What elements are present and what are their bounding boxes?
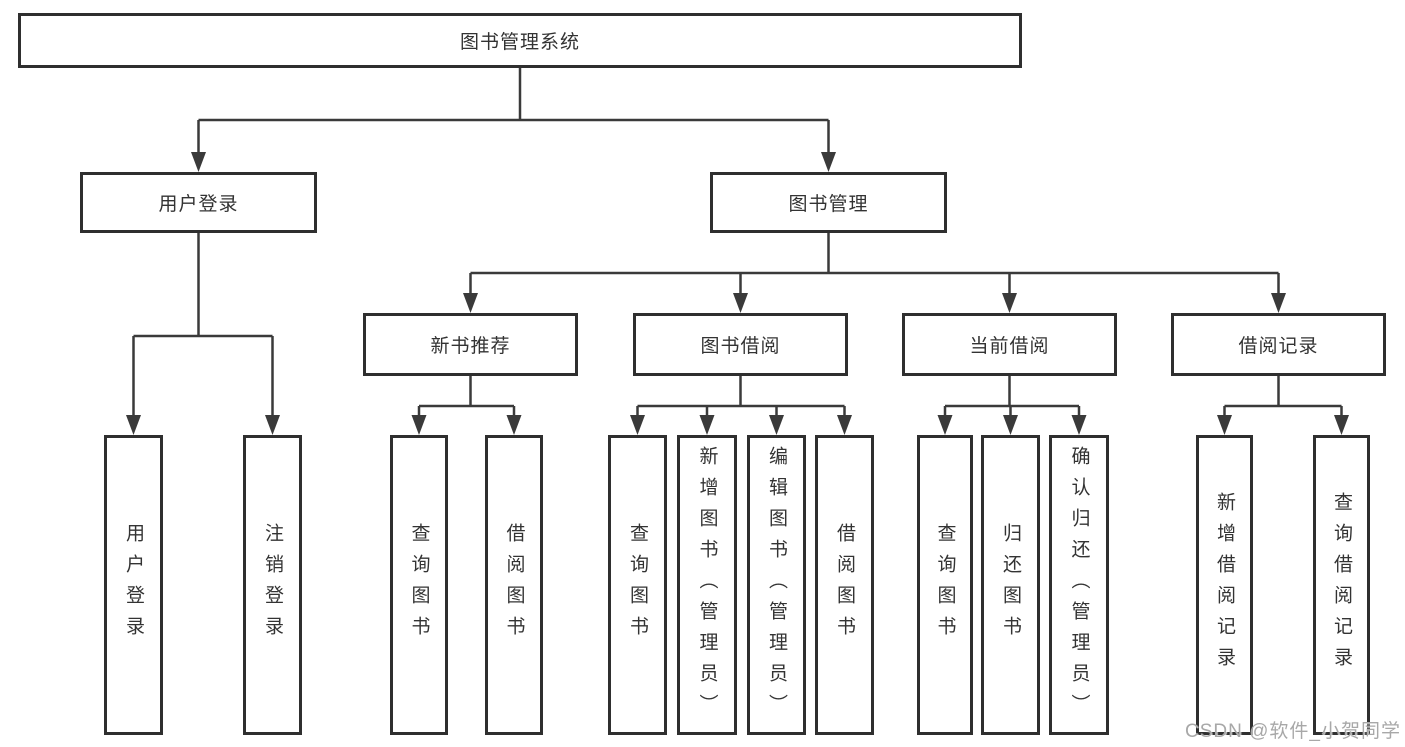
node-new-book-recommend: 新书推荐: [363, 313, 578, 376]
node-borrowing-records: 借阅记录: [1171, 313, 1386, 376]
node-book-borrowing: 图书借阅: [633, 313, 848, 376]
leaf-logout: 注销登录: [243, 435, 302, 735]
leaf-query-borrow-record: 查询借阅记录: [1313, 435, 1370, 735]
node-user-login: 用户登录: [80, 172, 317, 233]
leaf-query-books-recommend: 查询图书: [390, 435, 448, 735]
leaf-borrow-books-recommend: 借阅图书: [485, 435, 543, 735]
leaf-borrow-books: 借阅图书: [815, 435, 874, 735]
node-library-management-system: 图书管理系统: [18, 13, 1022, 68]
leaf-confirm-return-admin: 确认归还（管理员）: [1049, 435, 1109, 735]
leaf-add-books-admin: 新增图书（管理员）: [677, 435, 737, 735]
leaf-add-borrow-record: 新增借阅记录: [1196, 435, 1253, 735]
leaf-return-books: 归还图书: [981, 435, 1040, 735]
node-book-management: 图书管理: [710, 172, 947, 233]
leaf-edit-books-admin: 编辑图书（管理员）: [747, 435, 806, 735]
leaf-user-login: 用户登录: [104, 435, 163, 735]
node-current-borrowing: 当前借阅: [902, 313, 1117, 376]
leaf-query-books-borrow: 查询图书: [608, 435, 667, 735]
csdn-watermark: CSDN @软件_小贺同学: [1185, 721, 1401, 742]
leaf-query-books-current: 查询图书: [917, 435, 973, 735]
